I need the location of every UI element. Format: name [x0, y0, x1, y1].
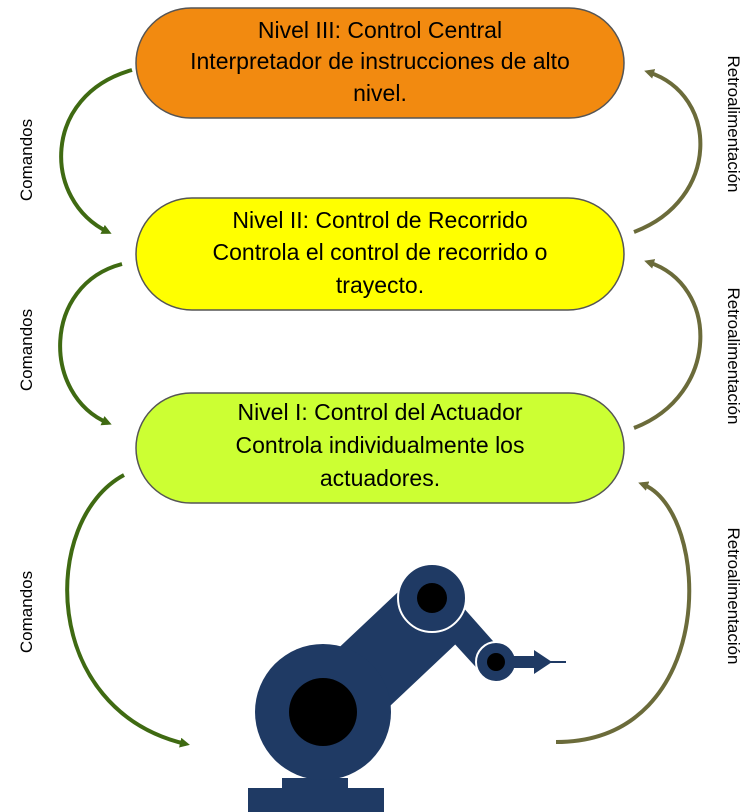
robot-gripper-tip: [534, 650, 552, 674]
level-2-title: Nivel II: Control de Recorrido: [232, 207, 527, 233]
level-1-line-3: actuadores.: [320, 465, 440, 491]
feedback-label-1: Retroalimentación: [724, 55, 743, 192]
level-3-box: [135, 7, 625, 119]
feedback-label-2: Retroalimentación: [724, 287, 743, 424]
level-3-line-2: Interpretador de instrucciones de alto: [190, 48, 570, 74]
commands-label-1: Comandos: [17, 119, 36, 201]
robot-gripper-shaft: [514, 656, 536, 668]
level-1-title: Nivel I: Control del Actuador: [237, 399, 522, 425]
commands-label-3: Comandos: [17, 571, 36, 653]
level-1-node: Nivel I: Control del Actuador Controla i…: [135, 392, 625, 504]
feedback-arrow-1: [633, 69, 703, 234]
level-2-line-3: trayecto.: [336, 272, 424, 298]
level-2-node: Nivel II: Control de Recorrido Controla …: [135, 197, 625, 311]
robot-shoulder-joint-center: [289, 678, 357, 746]
robot-wrist-joint-center: [487, 653, 505, 671]
commands-arrow-2: [58, 262, 123, 426]
robot-elbow-joint-center: [417, 583, 447, 613]
feedback-arrow-2: [633, 259, 703, 430]
robot-base: [248, 788, 384, 812]
level-3-line-3: nivel.: [353, 80, 407, 106]
level-2-line-2: Controla el control de recorrido o: [213, 239, 548, 265]
commands-arrow-1: [59, 68, 133, 234]
robot-base-top: [282, 778, 348, 788]
feedback-arrow-3: [555, 481, 692, 744]
level-3-title: Nivel III: Control Central: [258, 17, 502, 43]
commands-arrow-3: [65, 473, 190, 748]
commands-label-2: Comandos: [17, 309, 36, 391]
level-1-line-2: Controla individualmente los: [236, 432, 525, 458]
level-2-box: [135, 197, 625, 311]
level-3-node: Nivel III: Control Central Interpretador…: [135, 7, 625, 119]
level-1-box: [135, 392, 625, 504]
industrial-robot-arm-icon: [248, 563, 566, 812]
feedback-label-3: Retroalimentación: [724, 527, 743, 664]
